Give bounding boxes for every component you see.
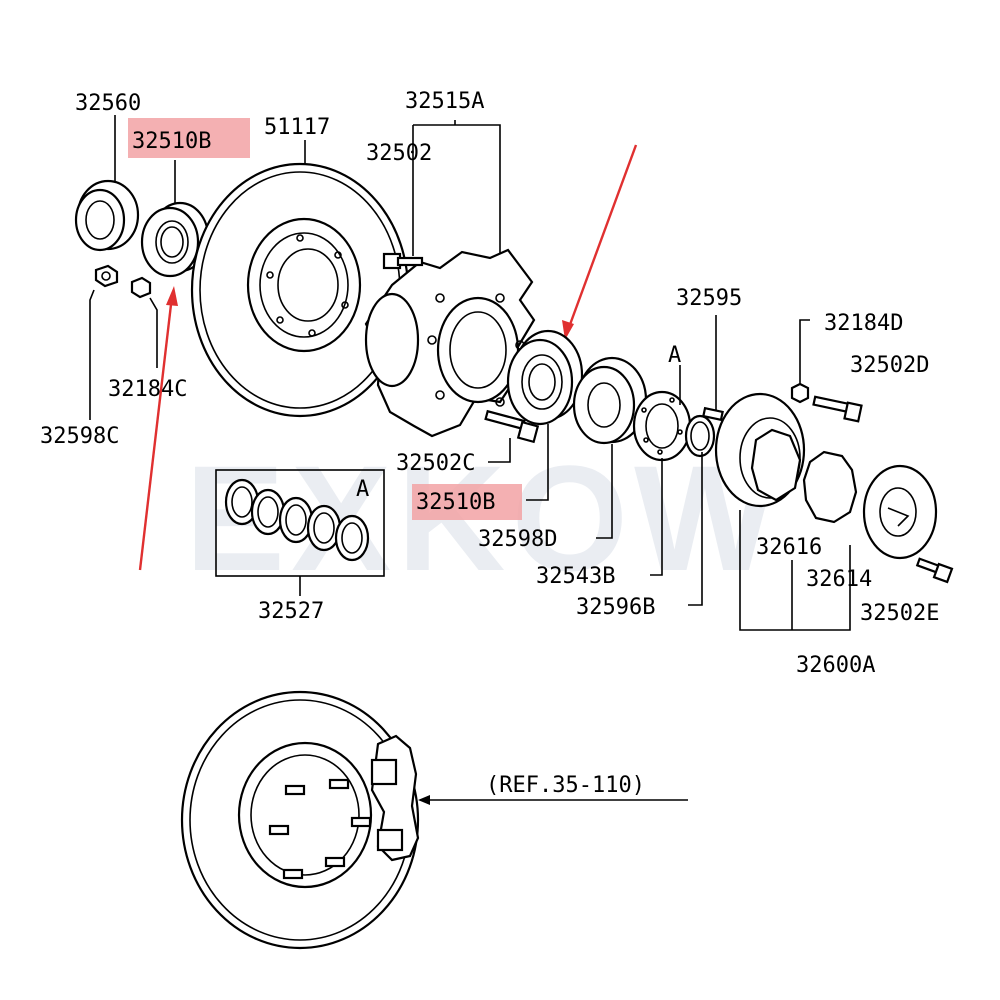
bolt-32502d: [812, 395, 863, 423]
bolt-32502c: [484, 409, 540, 444]
nut-32184d: [790, 382, 810, 404]
washer-32184c: [130, 276, 152, 299]
highlight-32510b-top: [128, 118, 250, 158]
lock-washer-32543b: [632, 390, 692, 462]
leader-lines: [89, 115, 851, 805]
screw-32595: [702, 406, 724, 422]
label-32596b: 32596B: [576, 595, 655, 620]
label-marker-a-right: A: [668, 343, 681, 368]
label-51117: 51117: [264, 115, 330, 140]
label-32502d: 32502D: [850, 353, 929, 378]
bearing-32510b-mid: [506, 329, 584, 426]
label-32510b-mid: 32510B: [416, 490, 495, 515]
bearing-32510b-left: [140, 201, 210, 278]
oil-seal-32560: [74, 179, 140, 252]
label-32515a: 32515A: [405, 89, 484, 114]
bolt-32502e: [915, 557, 954, 584]
red-arrow-right: [562, 144, 638, 340]
label-32502c: 32502C: [396, 451, 475, 476]
label-32184d: 32184D: [824, 311, 903, 336]
seal-kit-32527: [215, 469, 385, 577]
brake-disc-51117: [190, 162, 410, 418]
label-32614: 32614: [806, 567, 872, 592]
brake-caliper: [370, 734, 420, 862]
label-32598d: 32598D: [478, 527, 557, 552]
label-32543b: 32543B: [536, 564, 615, 589]
label-32600a: 32600A: [796, 653, 875, 678]
free-wheel-hub-32600a: [714, 392, 938, 560]
label-marker-a-box: A: [356, 477, 369, 502]
lower-brake-disc: [180, 690, 420, 950]
label-32510b-top: 32510B: [132, 129, 211, 154]
ring-32596b: [684, 414, 716, 458]
label-32527: 32527: [258, 599, 324, 624]
label-32502e: 32502E: [860, 601, 939, 626]
label-32184c: 32184C: [108, 377, 187, 402]
bolt-32502: [382, 252, 424, 270]
label-32598c: 32598C: [40, 424, 119, 449]
highlight-32510b-mid: [412, 484, 522, 520]
hub-32515a: [364, 248, 536, 438]
label-ref-35-110: (REF.35-110): [486, 773, 645, 798]
nut-32598c: [94, 264, 119, 288]
label-32560: 32560: [75, 91, 141, 116]
label-32616: 32616: [756, 535, 822, 560]
red-arrow-left: [138, 286, 178, 571]
label-32502: 32502: [366, 141, 432, 166]
seal-32598d: [572, 356, 648, 445]
label-32595: 32595: [676, 286, 742, 311]
